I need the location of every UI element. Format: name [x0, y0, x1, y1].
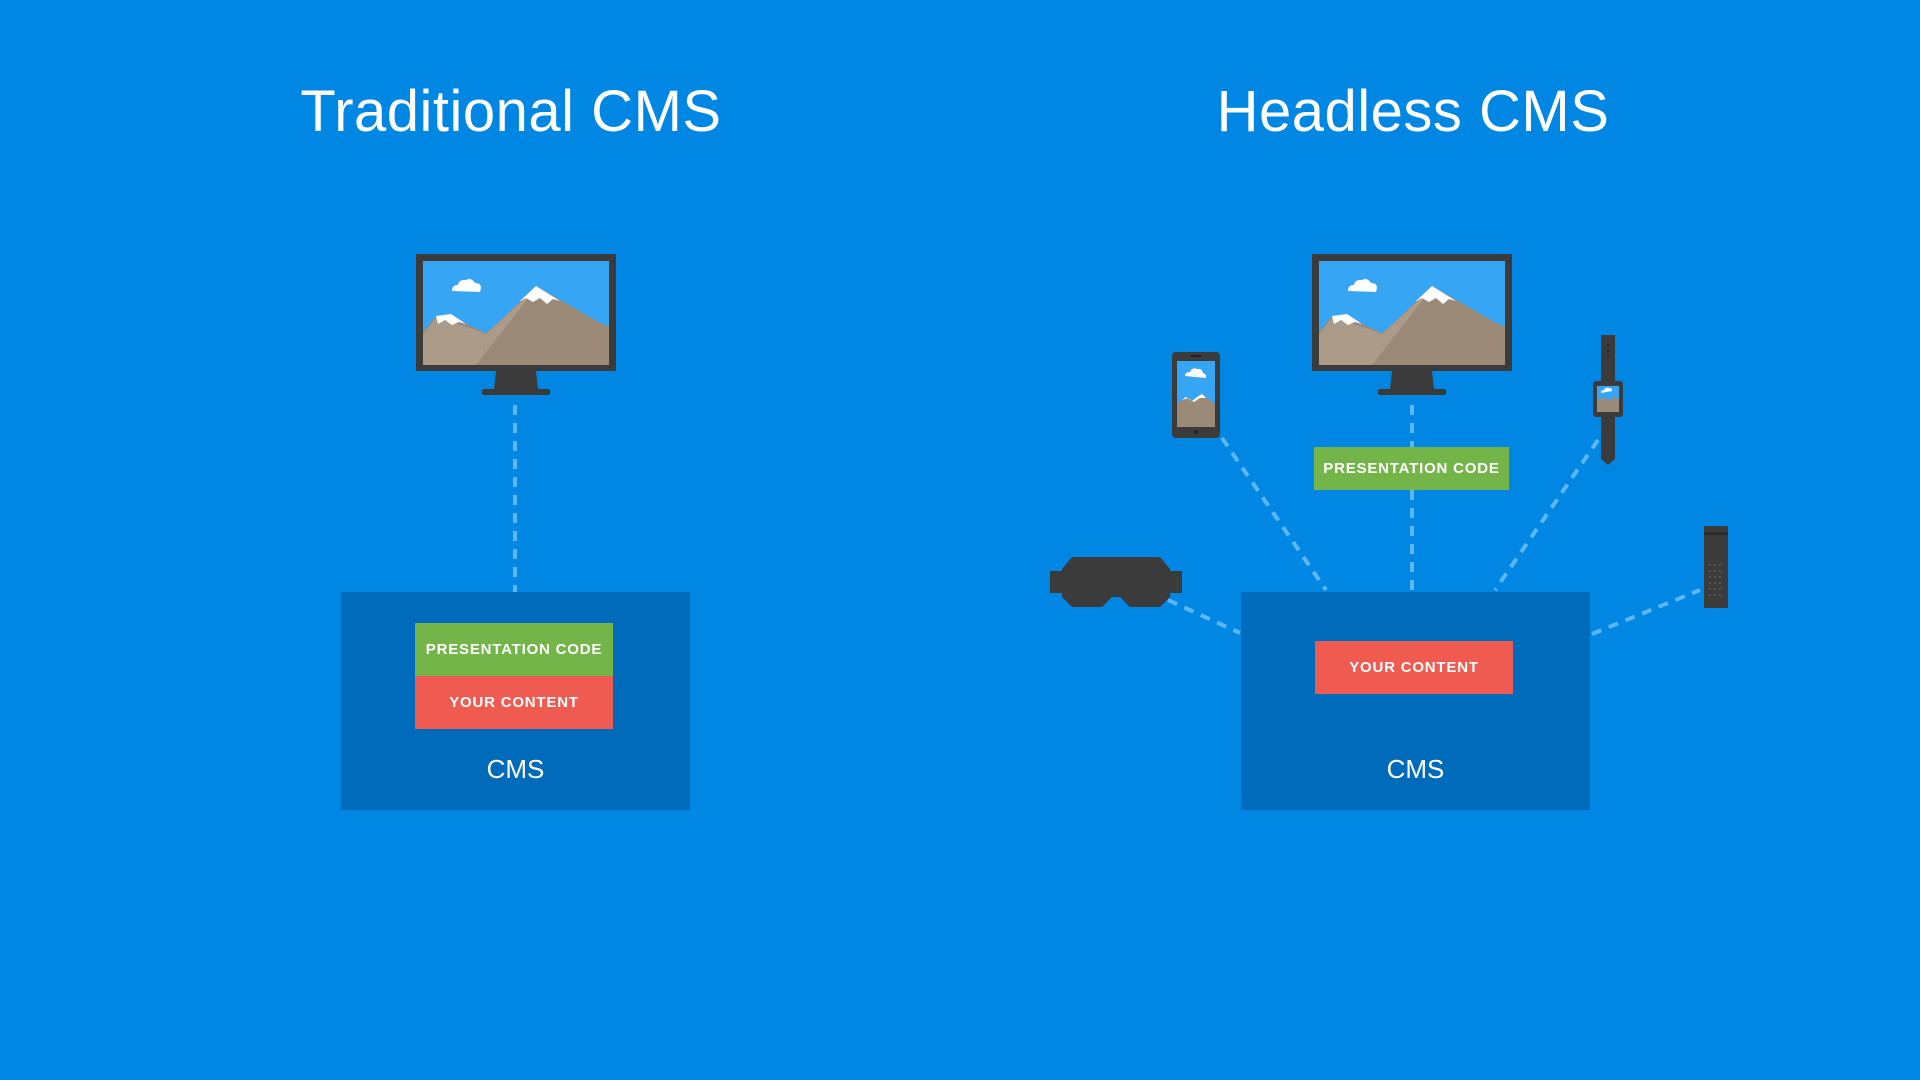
vr-headset-icon — [1050, 557, 1182, 607]
title-traditional-cms: Traditional CMS — [300, 79, 722, 144]
your-content-block: YOUR CONTENT — [1315, 641, 1513, 694]
presentation-code-block: PRESENTATION CODE — [415, 623, 613, 676]
connector-watch — [1493, 438, 1600, 592]
your-content-block: YOUR CONTENT — [415, 676, 613, 729]
connector-vr — [1167, 598, 1241, 635]
presentation-code-block: PRESENTATION CODE — [1314, 447, 1509, 490]
connector-media-player — [1591, 588, 1701, 636]
connector-lines — [513, 405, 1701, 636]
smartphone-icon — [1172, 352, 1220, 438]
title-headless-cms: Headless CMS — [1216, 79, 1610, 144]
smartwatch-icon — [1593, 335, 1623, 465]
monitor-icon — [416, 254, 616, 395]
media-player-icon — [1704, 526, 1728, 608]
connector-phone — [1220, 436, 1328, 592]
cms-label: CMS — [1386, 754, 1445, 784]
cms-label: CMS — [486, 754, 545, 784]
headless-cms-box: YOUR CONTENT CMS — [1241, 592, 1590, 810]
monitor-icon — [1312, 254, 1512, 395]
traditional-cms-box: PRESENTATION CODE YOUR CONTENT CMS — [341, 592, 690, 810]
